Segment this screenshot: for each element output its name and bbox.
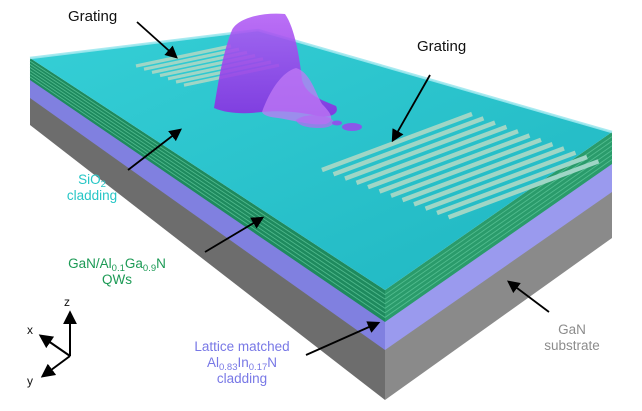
gan-label-line2: substrate (544, 338, 600, 353)
mode-blob (342, 123, 362, 131)
grating-left-bar (135, 44, 232, 68)
grating-right-bar (355, 124, 508, 186)
grating-left-arrow (136, 21, 178, 59)
grating-left-label: Grating (68, 8, 117, 25)
sio2-label-sub: 2 (101, 179, 106, 190)
algan-label-s2: 0.17 (249, 362, 268, 373)
algan-label-p1: Al (207, 355, 219, 370)
algan-label-s1: 0.83 (219, 362, 238, 373)
algan-label-p3: N (267, 355, 277, 370)
grating-right-bar (378, 133, 531, 194)
grating-right-bar (413, 146, 565, 207)
grating-left-bar (143, 47, 240, 71)
x-axis (38, 334, 71, 357)
grating-right-bar (447, 159, 600, 220)
gan-label-line1: GaN (558, 322, 586, 337)
grating-right-bar (344, 120, 496, 181)
y-axis-label: y (27, 374, 33, 388)
algan-label-p2: In (238, 355, 249, 370)
x-axis-label: x (27, 323, 33, 337)
grating-right-bar (332, 116, 485, 177)
algan-label-line2: Al0.83In0.17N (207, 355, 277, 373)
grating-right-bar (390, 137, 542, 198)
axes-triad: z x y (27, 295, 77, 388)
sio2-label-main: SiO (78, 172, 101, 187)
qw-stack-front (30, 58, 385, 322)
alinn-cladding-right (385, 160, 612, 350)
mode-side-lobe (262, 68, 332, 125)
qw-label-p2: Ga (125, 256, 144, 271)
sio2-arrow (127, 128, 182, 171)
grating-right-bar (436, 154, 588, 216)
grating-right-arrow (391, 74, 431, 143)
qw-label-p3: N (156, 256, 166, 271)
qw-layer-line (29, 76, 613, 318)
algan-arrow (305, 321, 381, 356)
grating-right-label: Grating (417, 38, 466, 55)
sio2-label: SiO2 (78, 172, 106, 190)
sio2-cladding-top (30, 30, 612, 290)
qw-label-p1: GaN/Al (68, 256, 112, 271)
grating-right-bar (367, 129, 519, 190)
gan-substrate-right (385, 180, 612, 400)
qw-arrow (204, 216, 265, 253)
qw-label-line2: QWs (102, 272, 132, 287)
algan-label-line3: cladding (217, 371, 267, 386)
qw-layer-line (29, 67, 613, 305)
qw-label: GaN/Al0.1Ga0.9N (68, 256, 166, 274)
qw-layer-line (29, 60, 613, 296)
qw-layer-line (29, 70, 613, 309)
grating-right-bar (401, 141, 554, 203)
sio2-label-line2: cladding (67, 188, 117, 203)
qw-layer-line (29, 63, 613, 300)
mode-ripple (296, 115, 334, 128)
alinn-cladding-front (30, 76, 385, 350)
algan-label-line1: Lattice matched (194, 339, 289, 354)
mode-blob-small (332, 120, 342, 126)
qw-label-s1: 0.1 (112, 263, 125, 274)
z-axis-label: z (64, 295, 70, 309)
gan-substrate-front (30, 82, 385, 400)
optical-mode-profile (214, 13, 362, 131)
layer-stack-front (30, 58, 385, 400)
grating-right-bar (424, 150, 577, 211)
qw-label-s2: 0.9 (143, 263, 156, 274)
gan-arrow (506, 280, 550, 313)
y-axis (40, 355, 71, 378)
